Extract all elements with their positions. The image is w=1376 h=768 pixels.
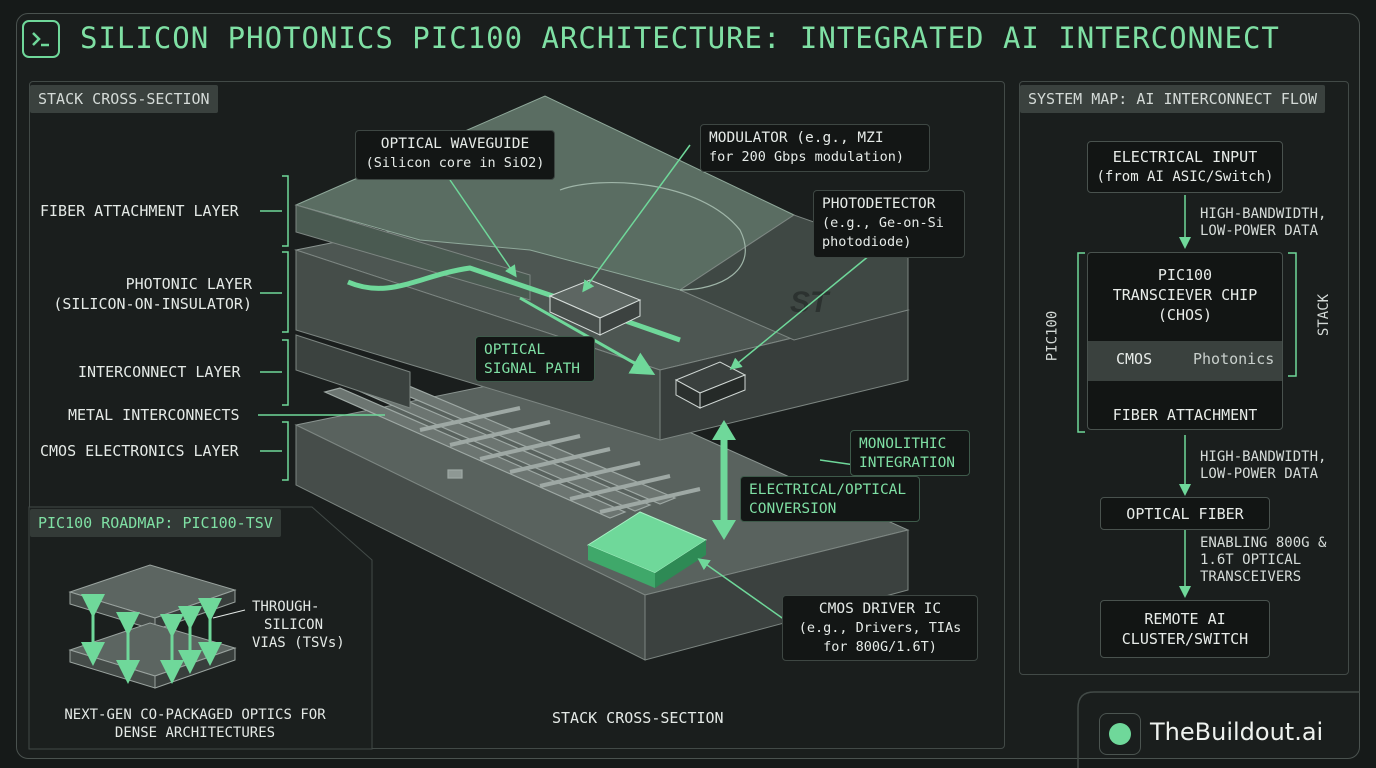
system-map-tab: SYSTEM MAP: AI INTERCONNECT FLOW [1020, 85, 1325, 113]
modulator-callout: MODULATOR (e.g., MZI for 200 Gbps modula… [700, 124, 930, 172]
svg-text:ST: ST [790, 286, 831, 319]
integration-arrow [712, 420, 736, 540]
driver-callout: CMOS DRIVER IC (e.g., Drivers, TIAs for … [782, 595, 978, 661]
layer-brackets [258, 175, 385, 481]
metal-interconnects [323, 377, 701, 519]
stack-panel-tab: STACK CROSS-SECTION [30, 85, 218, 113]
electrical-input-box: ELECTRICAL INPUT (from AI ASIC/Switch) [1087, 141, 1283, 193]
metal-interconnects-label: METAL INTERCONNECTS [68, 406, 240, 424]
fiber-attachment-label: FIBER ATTACHMENT [1112, 406, 1258, 424]
monolithic-callout: MONOLITHIC INTEGRATION [850, 430, 970, 476]
brand-logo-icon [1099, 713, 1141, 755]
optical-waveguide [347, 265, 681, 375]
photonics-label: Photonics [1193, 350, 1275, 368]
page-title: SILICON PHOTONICS PIC100 ARCHITECTURE: I… [80, 21, 1280, 55]
conversion-callout: ELECTRICAL/OPTICAL CONVERSION [740, 476, 920, 522]
system-map-panel [1019, 81, 1349, 675]
cmos-driver-chip [586, 511, 708, 588]
photodetector-block [674, 361, 747, 409]
pic-side-label: PIC100 [1044, 310, 1061, 362]
fiber-layer-label: FIBER ATTACHMENT LAYER [40, 202, 239, 220]
terminal-icon [22, 20, 60, 58]
interconnect-layer-label: INTERCONNECT LAYER [78, 363, 241, 381]
flow-label-3: ENABLING 800G & 1.6T OPTICAL TRANSCEIVER… [1200, 535, 1327, 585]
optical-fiber-box: OPTICAL FIBER [1100, 497, 1270, 530]
transceiver-chip-box: PIC100 TRANSCIEVER CHIP (CHOS) CMOS Phot… [1087, 252, 1283, 430]
remote-cluster-box: REMOTE AI CLUSTER/SWITCH [1100, 600, 1270, 658]
signal-path-callout: OPTICAL SIGNAL PATH [475, 336, 595, 382]
brand-name: TheBuildout.ai [1150, 718, 1324, 746]
waveguide-callout: OPTICAL WAVEGUIDE (Silicon core in SiO2) [355, 130, 555, 180]
stack-bottom-caption: STACK CROSS-SECTION [552, 709, 724, 727]
flow-label-2: HIGH-BANDWIDTH, LOW-POWER DATA [1200, 449, 1327, 482]
roadmap-tab: PIC100 ROADMAP: PIC100-TSV [30, 509, 281, 537]
flow-label-1: HIGH-BANDWIDTH, LOW-POWER DATA [1200, 206, 1327, 239]
cmos-label: CMOS [1116, 350, 1153, 368]
stack-panel [29, 81, 1005, 749]
roadmap-caption: NEXT-GEN CO-PACKAGED OPTICS FOR DENSE AR… [64, 707, 326, 741]
photonic-layer-label: PHOTONIC LAYER (SILICON-ON-INSULATOR) [53, 275, 252, 313]
cmos-layer-label: CMOS ELECTRONICS LAYER [40, 442, 239, 460]
photodetector-callout: PHOTODETECTOR (e.g., Ge-on-Si photodiode… [813, 190, 965, 258]
tsv-label: THROUGH- SILICON VIAS (TSVs) [252, 599, 345, 651]
modulator-block [548, 279, 642, 336]
tsv-die-stack [68, 564, 246, 689]
stack-side-label: STACK [1316, 293, 1333, 337]
